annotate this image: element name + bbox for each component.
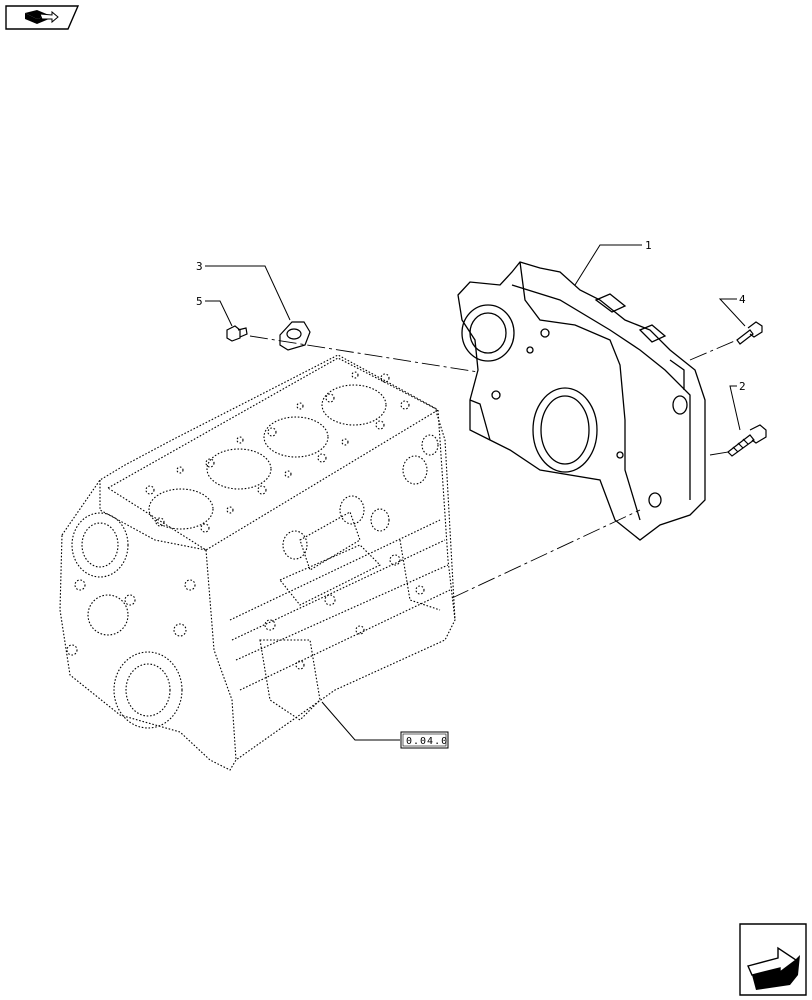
cover-plate-part xyxy=(279,321,311,351)
rear-cover-plate xyxy=(457,261,706,541)
alignment-lines xyxy=(249,335,738,599)
callout-5: 5 xyxy=(196,295,203,308)
engine-block xyxy=(59,354,456,771)
callout-2: 2 xyxy=(739,380,746,393)
next-page-button[interactable] xyxy=(739,923,807,996)
callout-4: 4 xyxy=(739,293,746,306)
book-page-back-icon xyxy=(25,10,59,24)
previous-page-button[interactable] xyxy=(5,5,80,30)
callout-1: 1 xyxy=(645,239,652,252)
bolt-short-part xyxy=(736,321,763,345)
page-forward-arrow-icon xyxy=(747,946,800,990)
callout-3: 3 xyxy=(196,260,203,273)
callout-leaders xyxy=(205,244,746,741)
small-bolt-part xyxy=(226,325,248,342)
reference-box[interactable]: 0.04.0 xyxy=(400,731,449,749)
reference-code: 0.04.0 xyxy=(406,736,448,747)
bolt-long-part xyxy=(727,424,767,457)
